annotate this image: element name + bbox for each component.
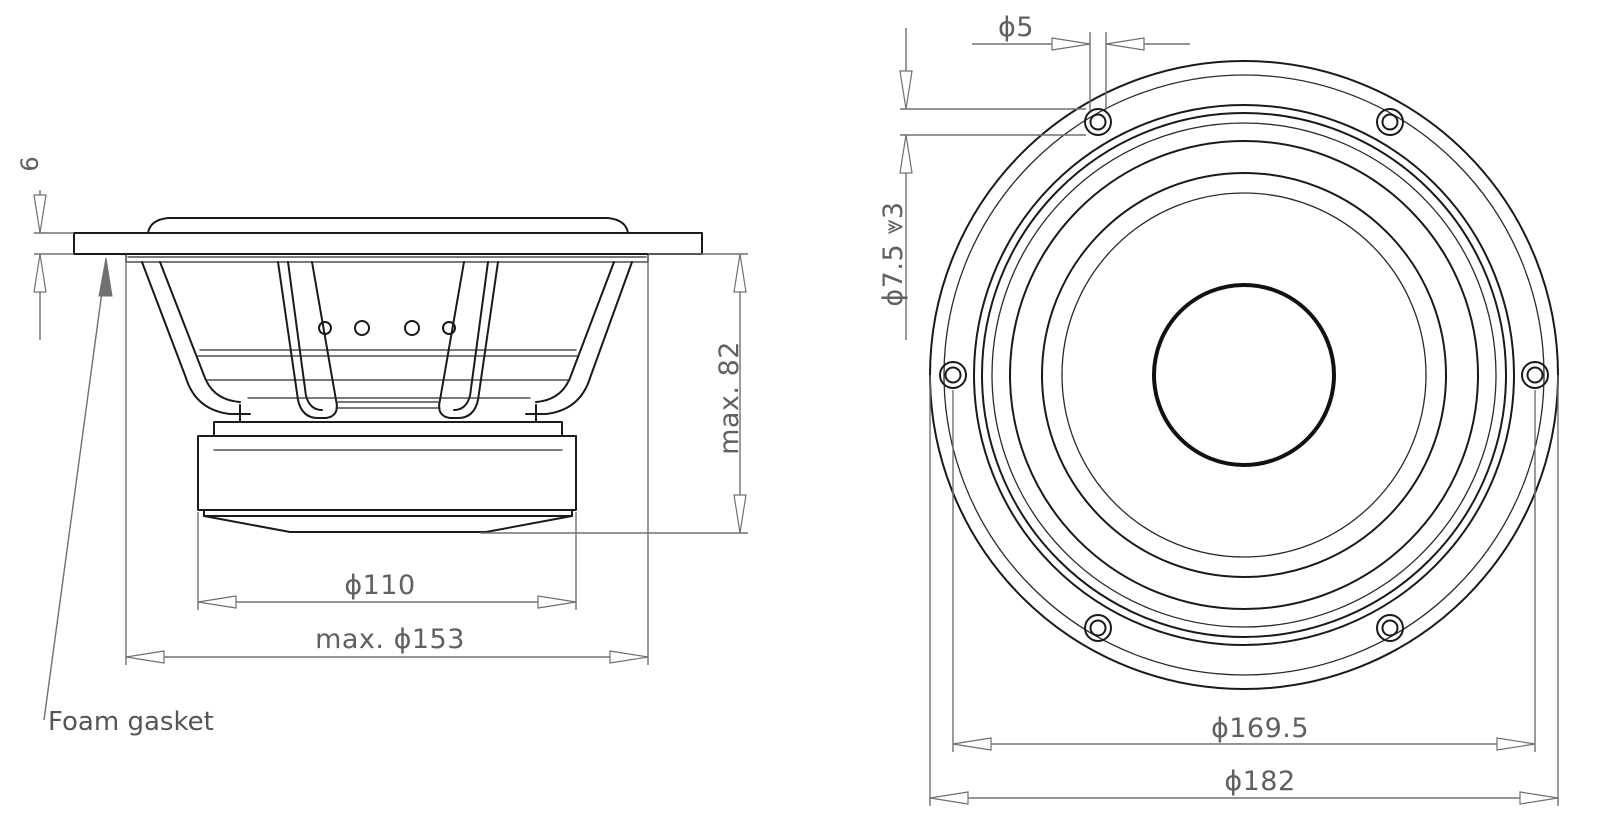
foam-gasket-label: Foam gasket [48, 707, 214, 737]
vent-hole [442, 321, 456, 335]
mounting-hole [1376, 108, 1404, 136]
dim-hole-diameter-text: ϕ5 [998, 12, 1034, 43]
surround-inner [1009, 140, 1479, 610]
dim-basket-diameter: max. ϕ153 [125, 262, 649, 665]
foam-gasket-callout: Foam gasket [43, 257, 214, 737]
dim-depth: max. 82 [480, 253, 748, 534]
vent-hole [404, 320, 420, 336]
surround-outer [973, 104, 1515, 646]
dim-basket-diameter-text: max. ϕ153 [315, 624, 465, 655]
cone [1041, 172, 1447, 578]
basket-frame [141, 261, 633, 423]
dim-outer-diameter-text: ϕ182 [1224, 766, 1295, 797]
dim-depth-text: max. 82 [714, 341, 745, 455]
front-view: ϕ5 ϕ7.5 ⩔3 ϕ169.5 ϕ182 [878, 12, 1559, 806]
mounting-hole [1084, 108, 1112, 136]
dim-bolt-circle: ϕ169.5 [952, 390, 1536, 752]
vent-hole [354, 320, 370, 336]
front-flange [73, 232, 703, 255]
mounting-hole [1084, 614, 1112, 642]
magnet-assembly [197, 421, 577, 533]
dust-cap [1152, 283, 1336, 467]
mounting-holes [939, 108, 1549, 642]
dim-hole-diameter: ϕ5 [972, 12, 1190, 110]
mounting-hole [1376, 614, 1404, 642]
frame-outer-edge [929, 60, 1559, 690]
side-view: 6 max. 82 ϕ110 max. ϕ153 [16, 156, 748, 737]
dim-magnet-diameter-text: ϕ110 [344, 570, 415, 601]
dim-flange-thickness-text: 6 [16, 156, 44, 171]
mounting-hole [939, 361, 967, 389]
dim-outer-diameter: ϕ182 [929, 375, 1559, 806]
dim-counterbore-text: ϕ7.5 ⩔3 [878, 201, 909, 306]
dim-counterbore: ϕ7.5 ⩔3 [878, 28, 1086, 340]
mounting-hole [1521, 361, 1549, 389]
vent-hole [318, 321, 332, 335]
dim-bolt-circle-text: ϕ169.5 [1211, 713, 1309, 744]
dim-flange-thickness: 6 [16, 156, 74, 340]
surround-profile [147, 217, 629, 234]
dim-magnet-diameter: ϕ110 [197, 512, 577, 610]
